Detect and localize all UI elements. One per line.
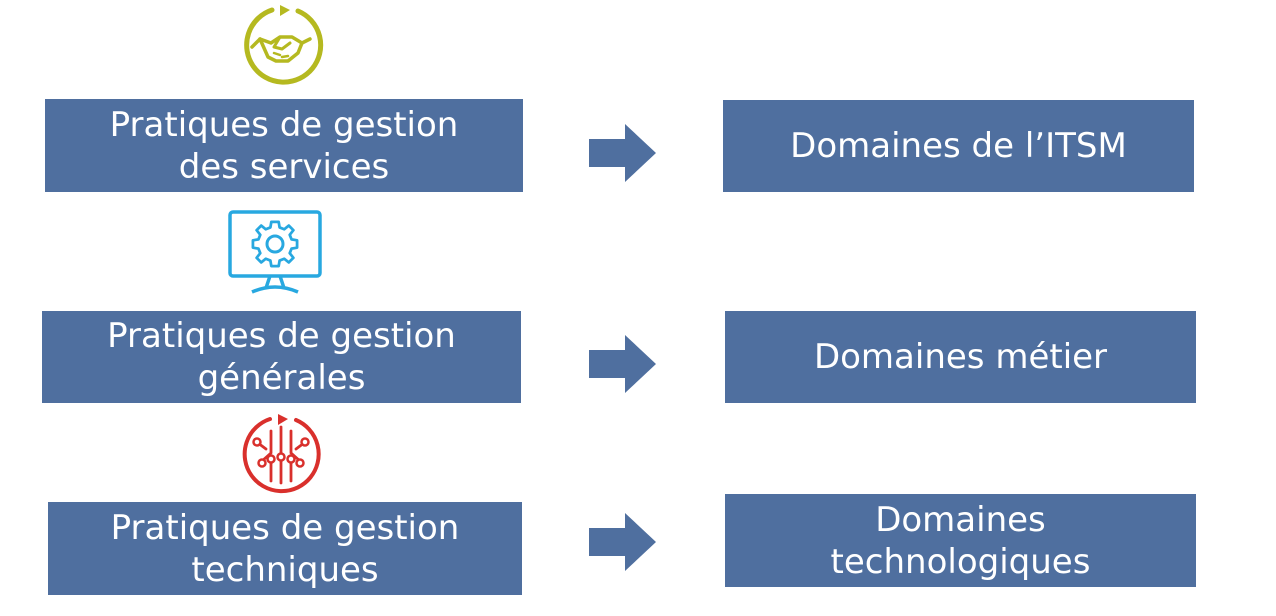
right-arrow [589, 124, 656, 182]
box-line: techniques [191, 549, 379, 590]
technical-practices-box: Pratiques de gestion techniques [48, 502, 522, 595]
box-line: Domaines [875, 499, 1046, 540]
itsm-domains-box: Domaines de l’ITSM [723, 100, 1194, 192]
box-line: des services [178, 146, 390, 187]
box-line: Pratiques de gestion [109, 104, 459, 145]
box-line: Domaines métier [813, 337, 1108, 377]
general-practices-box: Pratiques de gestion générales [42, 311, 521, 403]
business-domains-box: Domaines métier [725, 311, 1196, 403]
box-line: générales [197, 358, 366, 398]
box-line: Domaines de l’ITSM [790, 126, 1127, 166]
technology-domains-box: Domaines technologiques [725, 494, 1196, 587]
monitor-gear-icon [226, 208, 324, 298]
circuit-cycle-icon [238, 413, 324, 499]
box-line: Pratiques de gestion [107, 316, 456, 356]
box-line: technologiques [830, 541, 1091, 582]
box-line: Pratiques de gestion [110, 507, 460, 548]
right-arrow [589, 513, 656, 571]
right-arrow [589, 335, 656, 393]
services-practices-box: Pratiques de gestion des services [45, 99, 523, 192]
handshake-cycle-icon [238, 3, 324, 89]
